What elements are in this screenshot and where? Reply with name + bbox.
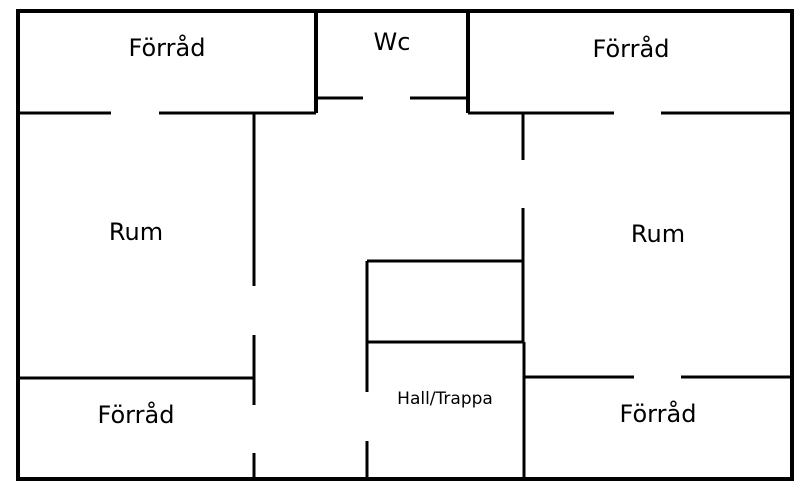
outer-wall — [16, 9, 794, 481]
label-storage-bottom-right: Förråd — [620, 399, 697, 428]
label-room-right: Rum — [631, 220, 685, 248]
label-wc: Wc — [374, 28, 411, 56]
label-storage-top-left: Förråd — [129, 33, 206, 62]
label-room-left: Rum — [109, 218, 163, 246]
room-labels: Förråd Wc Förråd Rum Rum Förråd Hall/Tra… — [98, 28, 697, 429]
label-storage-top-right: Förråd — [593, 34, 670, 63]
label-hall: Hall/Trappa — [397, 389, 493, 409]
label-storage-bottom-left: Förråd — [98, 400, 175, 429]
interior-walls — [18, 11, 792, 479]
outer-walls — [16, 9, 794, 481]
